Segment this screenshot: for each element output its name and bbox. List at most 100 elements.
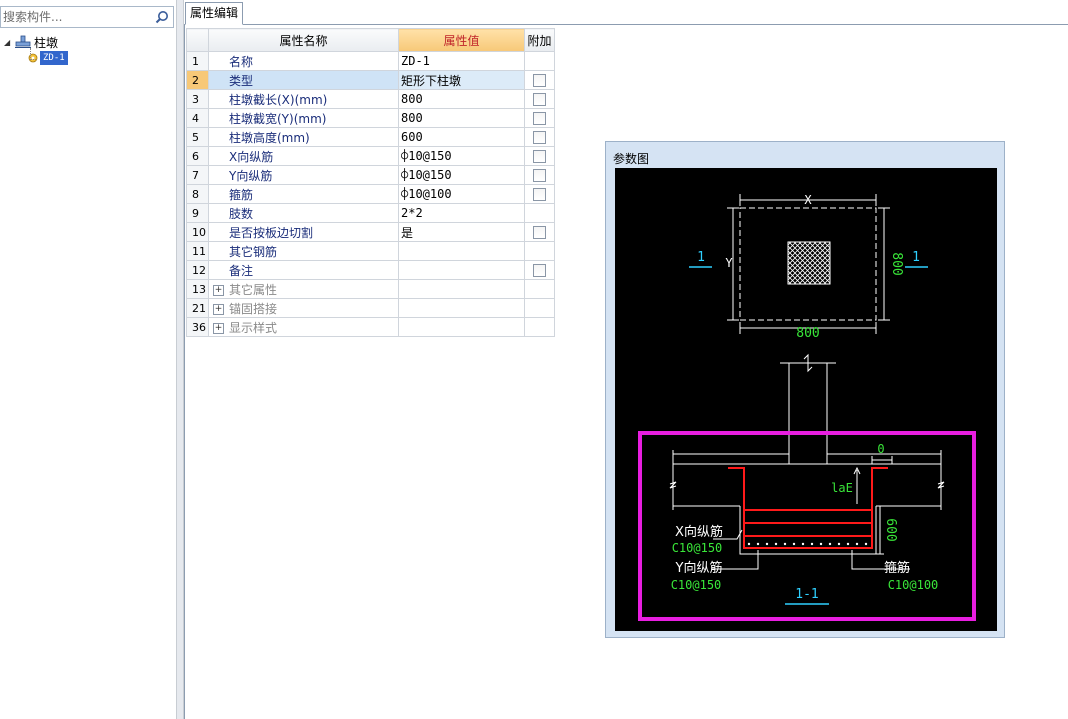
append-cell[interactable] [524,222,555,242]
row-index: 1 [186,51,209,71]
append-cell[interactable] [524,127,555,147]
component-gear-icon [28,53,38,63]
append-cell[interactable] [524,165,555,185]
tree-node-zhudun[interactable]: ◢ 柱墩 [4,34,60,50]
property-name[interactable]: 备注 [208,260,399,280]
append-checkbox[interactable] [533,169,546,182]
grid-group-row[interactable]: 21 + 锚固搭接 [186,298,555,318]
row-index: 21 [186,298,209,318]
row-index: 2 [186,70,209,90]
tree-node-label: ZD-1 [40,51,68,65]
append-checkbox[interactable] [533,112,546,125]
property-value[interactable]: 800 [398,108,525,128]
property-value[interactable]: ⌽10@100 [398,184,525,204]
append-checkbox[interactable] [533,74,546,87]
append-checkbox[interactable] [533,264,546,277]
section-name: 1-1 [795,587,818,602]
parameter-diagram-panel: 参数图 X 800 [605,141,1005,638]
property-value[interactable]: ZD-1 [398,51,525,71]
property-name[interactable]: 柱墩截宽(Y)(mm) [208,108,399,128]
zero-dim-value: 0 [877,442,884,456]
property-name[interactable]: Y向纵筋 [208,165,399,185]
group-name[interactable]: +显示样式 [208,317,399,337]
property-value[interactable] [398,260,525,280]
append-cell [524,51,555,71]
property-value[interactable]: 2*2 [398,203,525,223]
property-value[interactable]: 矩形下柱墩 [398,70,525,90]
expand-plus-icon[interactable]: + [213,284,224,296]
rebar-dot [756,542,760,546]
stirrup-value: C10@100 [888,578,939,592]
grid-group-row[interactable]: 13+其它属性 [186,279,555,299]
property-value [398,298,525,318]
property-name[interactable]: X向纵筋 [208,146,399,166]
collapse-arrow-icon[interactable]: ◢ [4,37,11,47]
rebar-dot [801,542,805,546]
append-cell[interactable] [524,89,555,109]
property-name[interactable]: 其它钢筋 [208,241,399,261]
append-cell[interactable] [524,184,555,204]
expand-plus-icon[interactable]: + [213,322,224,334]
pane-splitter[interactable] [176,0,184,719]
append-cell[interactable] [524,146,555,166]
break-symbol [669,481,677,489]
property-name[interactable]: 类型 [208,70,399,90]
append-cell[interactable] [524,260,555,280]
column-header-name[interactable]: 属性名称 [208,28,399,52]
row-index: 13 [186,279,209,299]
property-name[interactable]: 柱墩截长(X)(mm) [208,89,399,109]
append-cell[interactable] [524,108,555,128]
group-name[interactable]: +其它属性 [208,279,399,299]
property-name[interactable]: 柱墩高度(mm) [208,127,399,147]
tab-property-editor[interactable]: 属性编辑 [185,2,244,25]
append-cell [524,203,555,223]
append-cell[interactable] [524,70,555,90]
expand-plus-icon[interactable]: + [213,303,224,315]
group-label: 锚固搭接 [229,301,278,316]
rebar-dot [819,542,823,546]
search-input[interactable] [1,7,151,27]
property-name[interactable]: 箍筋 [208,184,399,204]
append-checkbox[interactable] [533,188,546,201]
column-header-value[interactable]: 属性值 [398,28,525,52]
grid-group-row[interactable]: 36+显示样式 [186,317,555,337]
property-value[interactable]: ⌽10@150 [398,146,525,166]
row-index: 7 [186,165,209,185]
search-button[interactable] [151,7,173,27]
property-value[interactable]: 800 [398,89,525,109]
property-value[interactable] [398,241,525,261]
append-checkbox[interactable] [533,226,546,239]
height-dim-value: 800 [889,252,904,275]
property-value[interactable]: 600 [398,127,525,147]
rebar-dot [810,542,814,546]
column-header-extra[interactable]: 附加 [524,28,555,52]
group-name[interactable]: + 锚固搭接 [208,298,399,318]
property-name[interactable]: 名称 [208,51,399,71]
highlight-box [638,431,976,621]
tree-node-zd-1[interactable]: ZD-1 [26,50,68,66]
property-value[interactable]: ⌽10@150 [398,165,525,185]
append-checkbox[interactable] [533,131,546,144]
x-dim-label: X [804,193,812,207]
property-name[interactable]: 是否按板边切割 [208,222,399,242]
rebar-dot [783,542,787,546]
append-checkbox[interactable] [533,93,546,106]
append-checkbox[interactable] [533,150,546,163]
property-name[interactable]: 肢数 [208,203,399,223]
y-rebar-label: Y向纵筋 [675,560,723,576]
leader-line [851,550,910,570]
column-header-index [186,28,209,52]
property-value[interactable]: 是 [398,222,525,242]
